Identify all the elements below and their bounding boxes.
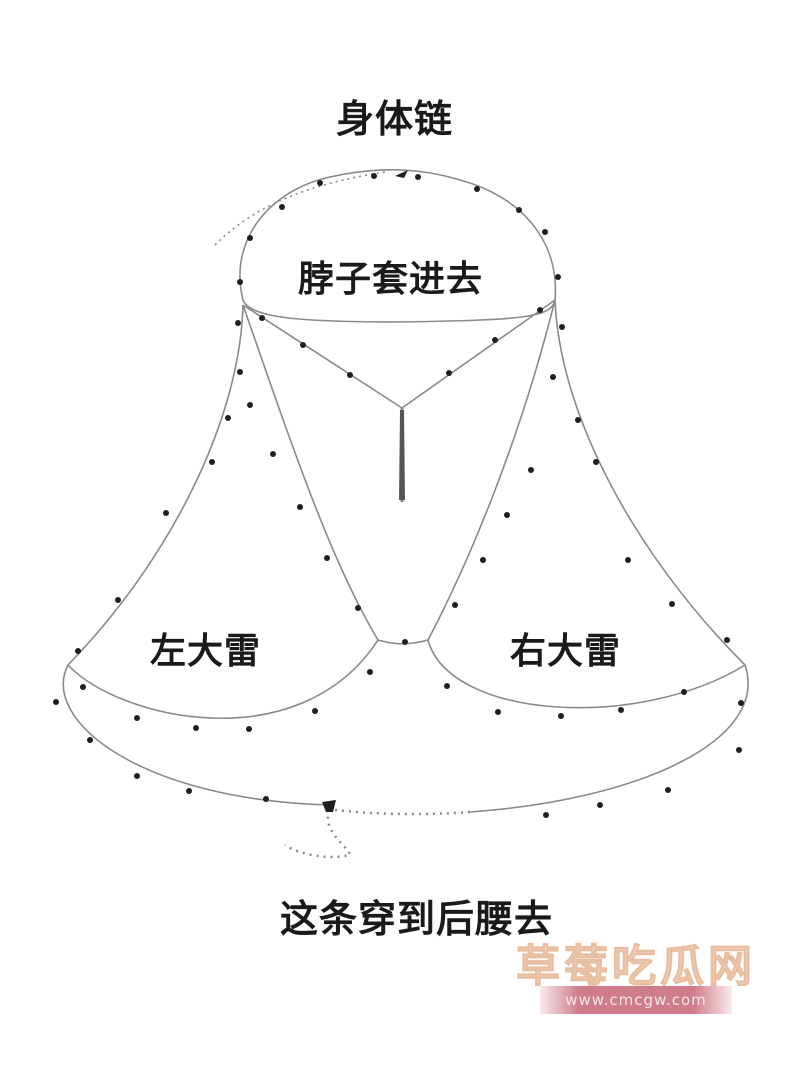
left-cup-bottom bbox=[67, 639, 379, 720]
neck-loop bbox=[239, 169, 557, 323]
waist-chain-left bbox=[62, 664, 331, 806]
neck-clasp bbox=[395, 170, 408, 178]
right-cup-outer bbox=[554, 299, 746, 666]
right-cup-inner bbox=[427, 299, 556, 641]
left-cup-label: 左大雷 bbox=[150, 631, 262, 672]
right-cup-label: 右大雷 bbox=[510, 631, 622, 672]
neck-loop-label: 脖子套进去 bbox=[298, 259, 484, 300]
right-cup-bottom bbox=[427, 639, 746, 709]
back-clasp bbox=[322, 800, 336, 812]
left-cup-inner bbox=[242, 304, 379, 641]
waist-chain-right bbox=[469, 664, 749, 813]
watermark-url: www.cmcgw.com bbox=[540, 986, 732, 1014]
diagram-title: 身体链 bbox=[336, 97, 454, 141]
v-strand-right bbox=[401, 299, 556, 409]
watermark-site-name: 草莓吃瓜网 bbox=[516, 941, 756, 993]
pendant-bar bbox=[399, 410, 405, 500]
back-chain-label: 这条穿到后腰去 bbox=[280, 897, 554, 941]
v-strand-left bbox=[242, 304, 403, 409]
left-cup-outer bbox=[67, 304, 244, 666]
